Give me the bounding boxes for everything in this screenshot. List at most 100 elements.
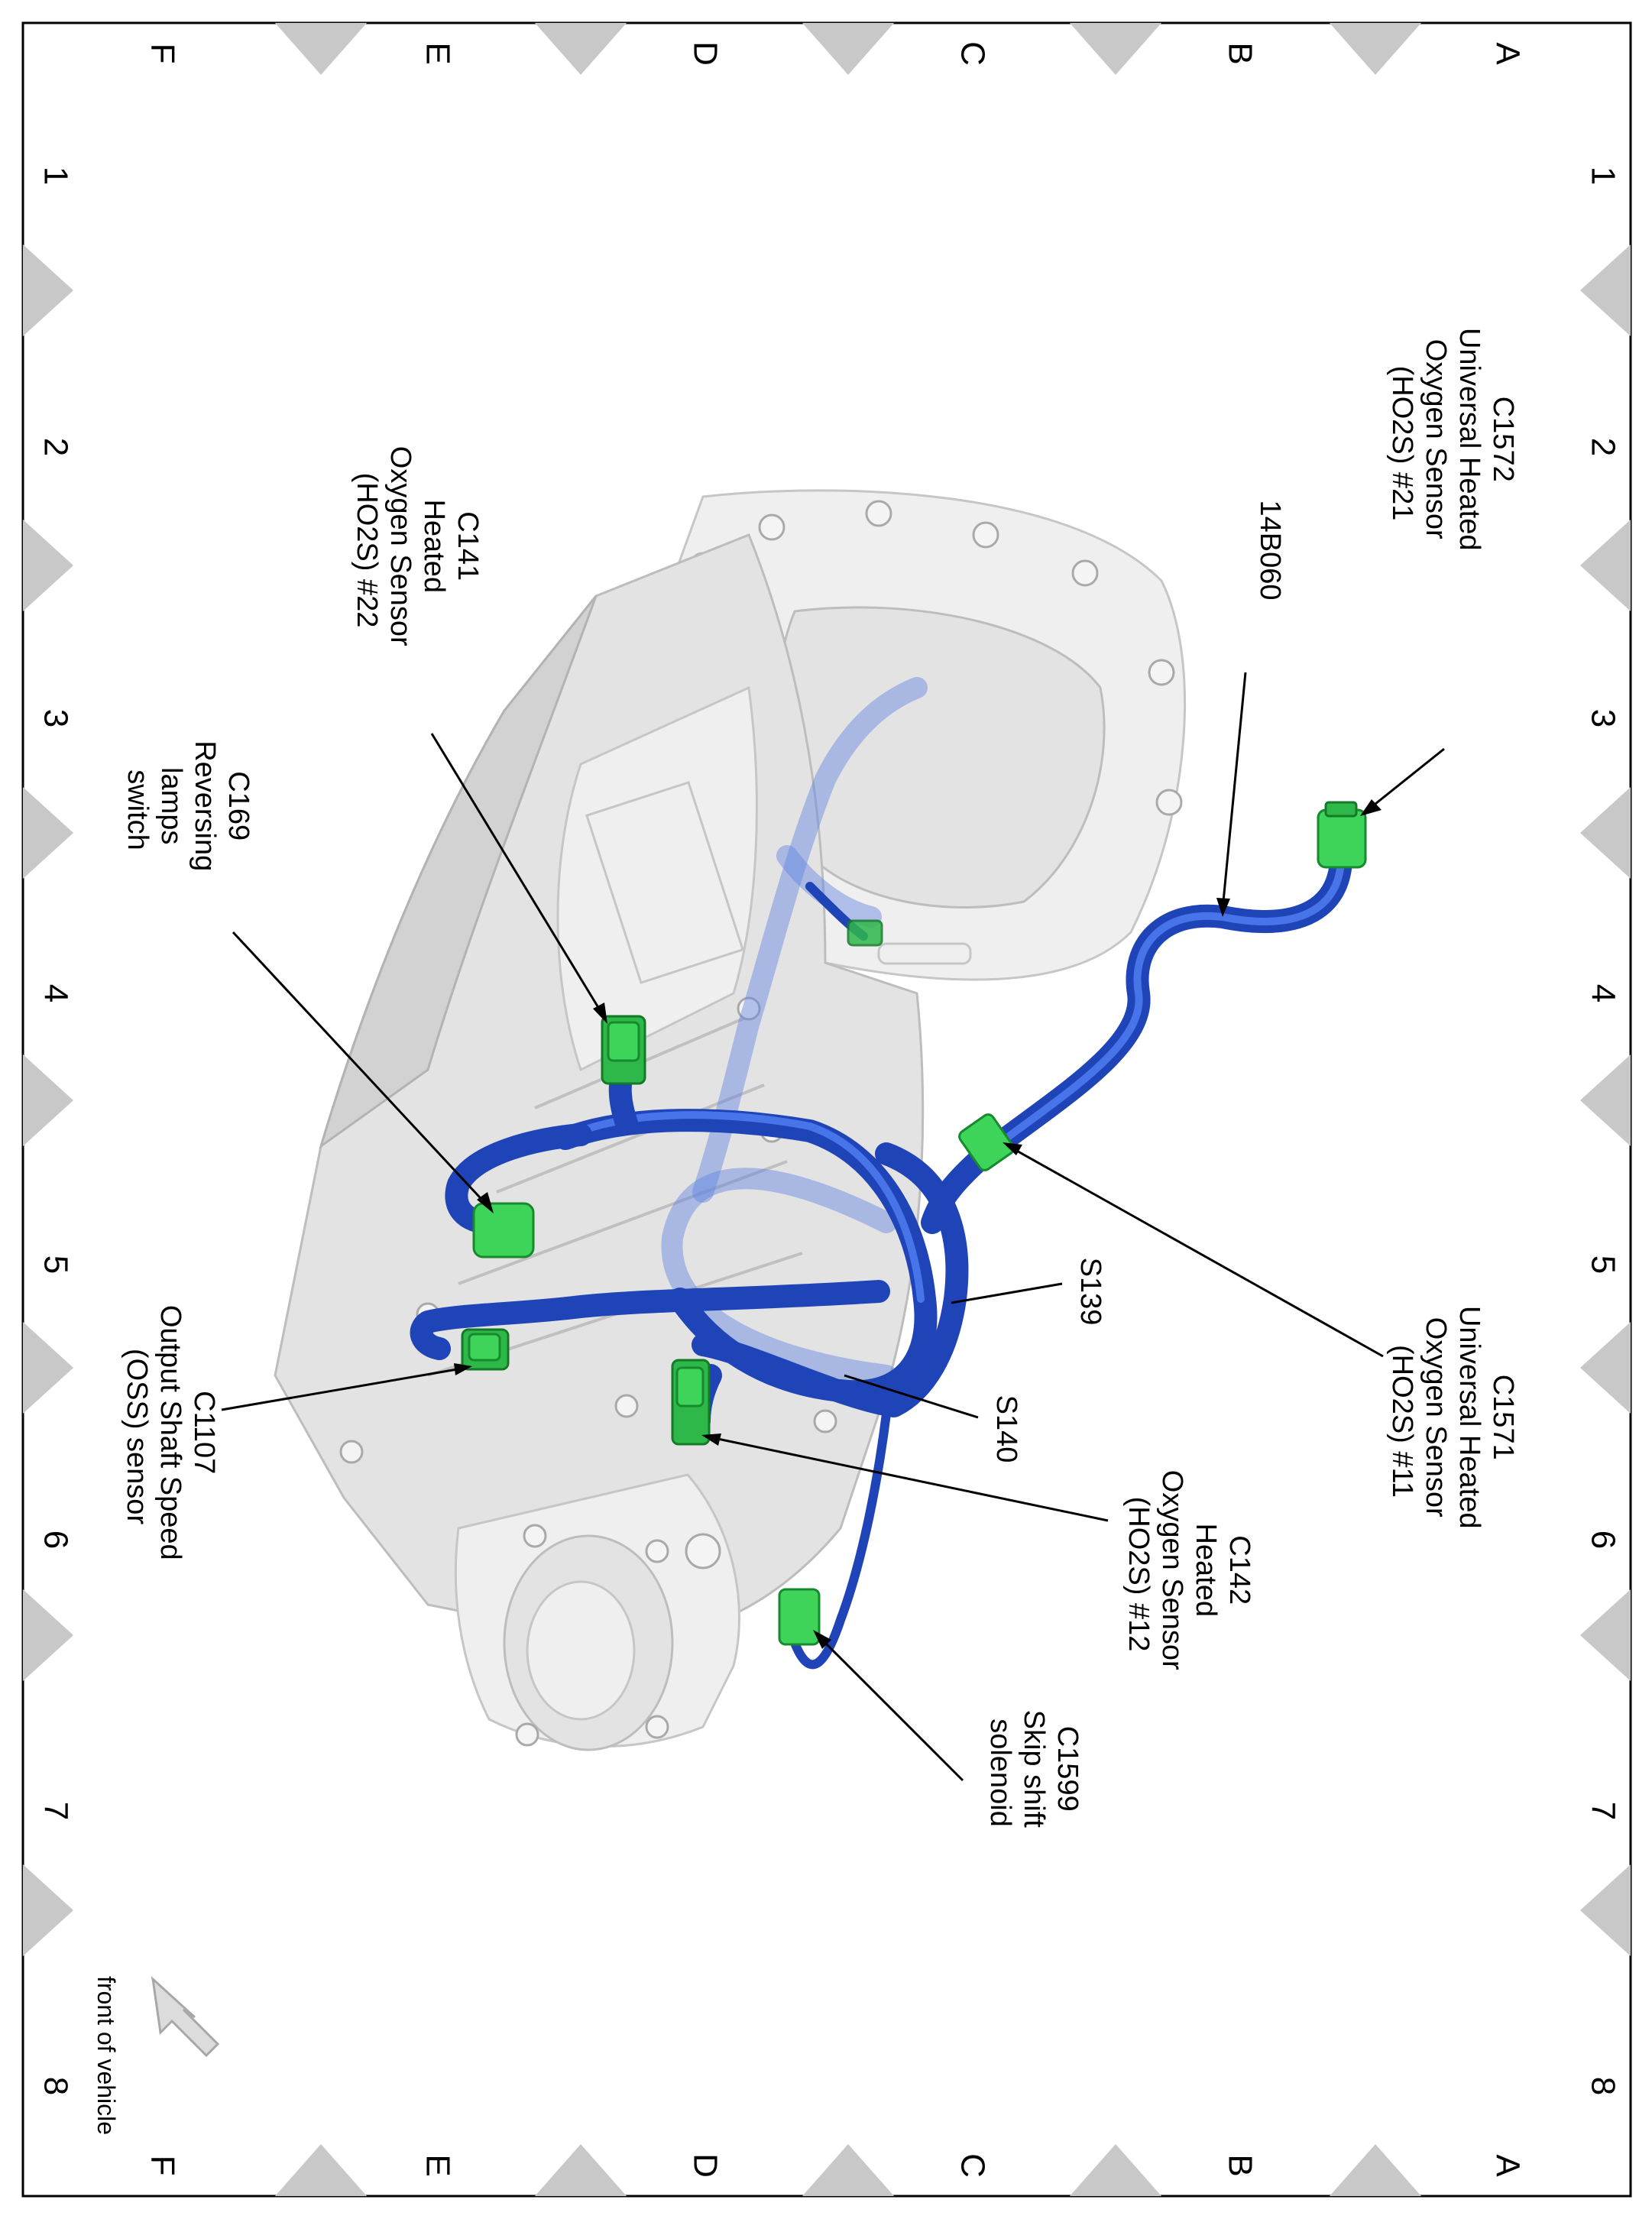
- zone-markers: [23, 23, 1631, 2196]
- col-label-3-right: 3: [1584, 709, 1621, 727]
- col-label-3-left: 3: [37, 709, 74, 727]
- callout-c141-line4: (HO2S) #22: [351, 473, 383, 628]
- svg-text:C1571 Universal Heated: C1571 Universal Heated Oxygen Sensor (HO…: [1386, 1306, 1519, 1537]
- callout-c1572-line4: (HO2S) #21: [1386, 366, 1418, 521]
- col-label-7-left: 7: [37, 1802, 74, 1820]
- row-label-e-top: E: [419, 42, 456, 64]
- connector-c142[interactable]: [671, 1359, 711, 1446]
- bell-bolt: [1148, 659, 1175, 686]
- row-label-f-bottom: F: [144, 2156, 181, 2176]
- callout-c169-line2: Reversing: [189, 740, 221, 871]
- callout-c1107-line1: C1107: [188, 1391, 220, 1474]
- callout-c142-line4: (HO2S) #12: [1122, 1497, 1155, 1652]
- callout-c1571-line1: C1571: [1487, 1375, 1519, 1460]
- callout-c1571-line4: (HO2S) #11: [1386, 1345, 1418, 1498]
- bell-bolt: [865, 500, 892, 527]
- callout-c1599-line2: Skip shift: [1018, 1710, 1050, 1829]
- harness-loop-lower: [692, 1142, 969, 1417]
- connector-c141[interactable]: [601, 1015, 646, 1085]
- callout-c142-line2: Heated: [1190, 1523, 1222, 1617]
- callout-s139: S139: [1074, 1258, 1106, 1326]
- col-label-8-left: 8: [37, 2077, 74, 2095]
- arrow-icon: [151, 1976, 220, 2058]
- callout-c169-line1: C169: [222, 771, 254, 841]
- callout-c141-line1: C141: [452, 511, 484, 581]
- callout-s140: S140: [990, 1395, 1022, 1463]
- arrowhead-c141: [593, 1003, 607, 1024]
- arrowhead-14b060: [1216, 898, 1230, 917]
- flange-bolt: [645, 1539, 669, 1563]
- case-rib: [496, 1084, 765, 1194]
- bell-bolt: [1155, 789, 1183, 816]
- callout-c142-line1: C142: [1223, 1535, 1255, 1605]
- flange-bolt: [515, 1722, 539, 1747]
- arrowhead-c169: [477, 1192, 494, 1213]
- bell-bolt: [758, 513, 786, 541]
- row-label-f-top: F: [144, 44, 181, 64]
- row-label-c-bottom: C: [954, 2153, 991, 2178]
- col-label-1-left: 1: [37, 167, 74, 185]
- col-label-6-left: 6: [37, 1531, 74, 1549]
- svg-text:C1572 Universal Heated: C1572 Universal Heated Oxygen Sensor (HO…: [1386, 328, 1519, 559]
- svg-text:C1599 Skip shift s: C1599 Skip shift solenoid: [984, 1710, 1084, 1836]
- callout-c1571-line3: Oxygen Sensor: [1420, 1317, 1452, 1518]
- case-bolt: [737, 996, 761, 1021]
- connector-c1107[interactable]: [461, 1328, 510, 1371]
- row-label-a-top: A: [1488, 42, 1526, 65]
- callout-c1599-line1: C1599: [1051, 1726, 1084, 1812]
- arrowhead-c1572: [1360, 799, 1382, 816]
- callout-c141-line2: Heated: [418, 499, 450, 593]
- front-of-vehicle-indicator: front of vehicle: [92, 1976, 220, 2135]
- row-label-d-top: D: [686, 41, 724, 66]
- arrowhead-c1599: [813, 1630, 831, 1649]
- flange-bolt: [645, 1715, 669, 1739]
- col-label-7-right: 7: [1584, 1802, 1621, 1820]
- callout-c142-line3: Oxygen Sensor: [1156, 1470, 1188, 1670]
- leader-s140: [844, 1374, 979, 1419]
- row-label-b-top: B: [1221, 42, 1258, 64]
- flange-bolt: [523, 1524, 547, 1548]
- harness-highlight: [577, 1111, 925, 1303]
- col-label-5-right: 5: [1584, 1255, 1621, 1274]
- callout-c1572: C1572 Universal Heated Oxygen Sensor (HO…: [1386, 328, 1519, 559]
- col-label-1-right: 1: [1584, 167, 1621, 185]
- connector-c169[interactable]: [472, 1202, 535, 1259]
- leader-lines: [221, 672, 1445, 1782]
- callout-14b060-line1: 14B060: [1254, 500, 1286, 600]
- svg-text:C1107 Output Shaft Speed: C1107 Output Shaft Speed (OSS) sensor: [121, 1305, 220, 1568]
- col-label-5-left: 5: [37, 1255, 74, 1274]
- col-label-2-left: 2: [37, 438, 74, 456]
- connector-c1571[interactable]: [957, 1113, 1015, 1173]
- harness-branch-c1599: [790, 1409, 891, 1670]
- svg-text:C169 Reversing lam: C169 Reversing lamps switch: [121, 740, 254, 880]
- callout-s140-line1: S140: [990, 1395, 1022, 1463]
- callout-c1107: C1107 Output Shaft Speed (OSS) sensor: [121, 1305, 220, 1568]
- callout-s139-line1: S139: [1074, 1258, 1106, 1326]
- callout-c1572-line2: Universal Heated: [1453, 328, 1485, 550]
- callout-c1107-line2: Output Shaft Speed: [154, 1305, 186, 1560]
- col-label-6-right: 6: [1584, 1531, 1621, 1549]
- harness-hidden-loop: [661, 1168, 897, 1386]
- svg-text:C141 Heated Oxygen: C141 Heated Oxygen Sensor (HO2S) #22: [351, 446, 484, 654]
- leader-c142: [706, 1435, 1109, 1522]
- callout-c1107-line3: (OSS) sensor: [121, 1349, 153, 1525]
- row-label-c-top: C: [954, 41, 991, 66]
- harness-branch-c1107: [410, 1280, 890, 1360]
- leader-c141: [430, 733, 605, 1017]
- bell-bolt: [972, 521, 999, 549]
- case-side: [319, 595, 598, 1149]
- connector-c1599[interactable]: [778, 1588, 821, 1646]
- arrowhead-c142: [701, 1433, 721, 1446]
- leader-s139: [951, 1282, 1063, 1304]
- row-label-b-bottom: B: [1221, 2154, 1258, 2176]
- connectors: [461, 801, 1367, 1646]
- harness-hidden-branch: [776, 845, 882, 928]
- col-label-4-right: 4: [1584, 984, 1621, 1003]
- row-labels-bottom: A B C D E F: [144, 2153, 1526, 2178]
- connector-c1572[interactable]: [1317, 801, 1367, 869]
- leader-c1599: [816, 1634, 964, 1782]
- row-label-e-bottom: E: [419, 2154, 456, 2176]
- case-bolt: [614, 1394, 639, 1418]
- leader-c1571: [1008, 1145, 1384, 1358]
